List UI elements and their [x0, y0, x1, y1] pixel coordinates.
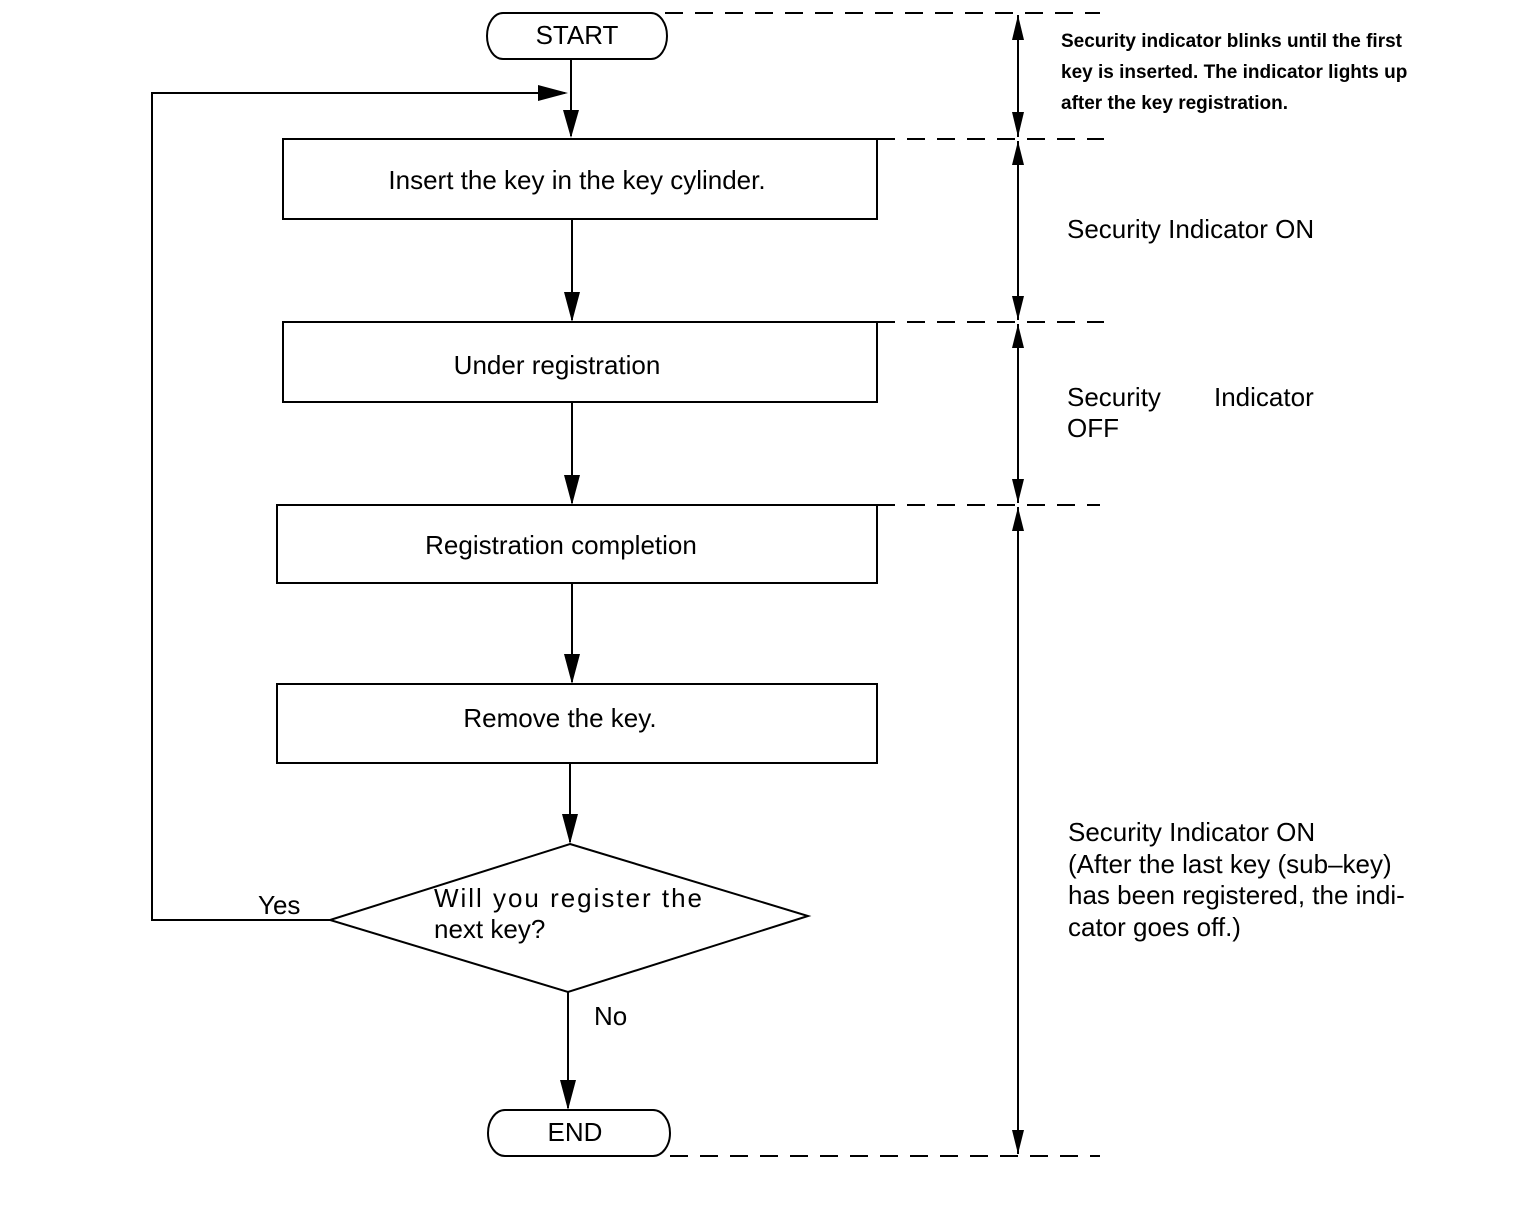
decision-register-next-key: Will you register the next key? [326, 842, 812, 994]
note-blink-line3: after the key registration. [1061, 93, 1288, 114]
note-indicator-on-last: Security Indicator ON (After the last ke… [1068, 817, 1405, 942]
note-last-line2: (After the last key (sub–key) [1068, 849, 1392, 879]
loop-back-line [151, 92, 565, 921]
arrowhead-under [564, 292, 580, 322]
note-last-line1: Security Indicator ON [1068, 817, 1315, 847]
end-terminal: END [487, 1109, 671, 1157]
end-label: END [548, 1117, 603, 1147]
loop-back-arrowhead [538, 85, 568, 101]
step-registration-completion-label: Registration completion [425, 530, 697, 560]
decision-line1: Will you register the [434, 883, 702, 913]
arrowhead-decision [562, 814, 578, 844]
step-insert-key: Insert the key in the key cylinder. [282, 138, 878, 220]
decision-line2: next key? [434, 914, 545, 944]
arrowhead-completion [564, 475, 580, 505]
step-under-registration: Under registration [282, 321, 878, 403]
note-off-line1b: Indicator [1214, 382, 1314, 412]
note-blink: Security indicator blinks until the firs… [1061, 31, 1407, 114]
note-indicator-on-first: Security Indicator ON [1067, 214, 1314, 244]
yes-label: Yes [258, 890, 300, 920]
arrowhead-end [560, 1080, 576, 1110]
dimension-off-period [1012, 324, 1024, 503]
note-off-line2: OFF [1067, 413, 1119, 443]
note-last-line3: has been registered, the indi- [1068, 880, 1405, 910]
dimension-last-on-period [1012, 507, 1024, 1154]
note-blink-line2: key is inserted. The indicator lights up [1061, 62, 1407, 83]
dimension-blink-period [1012, 15, 1024, 137]
arrowhead-remove [564, 654, 580, 684]
step-under-registration-label: Under registration [454, 350, 661, 380]
start-label: START [536, 20, 619, 50]
no-label: No [594, 1001, 627, 1031]
note-off-line1: Security [1067, 382, 1161, 412]
step-registration-completion: Registration completion [276, 504, 878, 584]
note-blink-line1: Security indicator blinks until the firs… [1061, 31, 1403, 52]
start-terminal: START [486, 12, 668, 60]
note-last-line4: cator goes off.) [1068, 912, 1241, 942]
step-remove-key: Remove the key. [276, 683, 878, 764]
note-indicator-off: Security Indicator OFF [1067, 382, 1314, 443]
step-remove-key-label: Remove the key. [463, 703, 656, 733]
arrowhead-insert [563, 110, 579, 138]
step-insert-key-label: Insert the key in the key cylinder. [388, 165, 765, 195]
dimension-on-period [1012, 141, 1024, 320]
